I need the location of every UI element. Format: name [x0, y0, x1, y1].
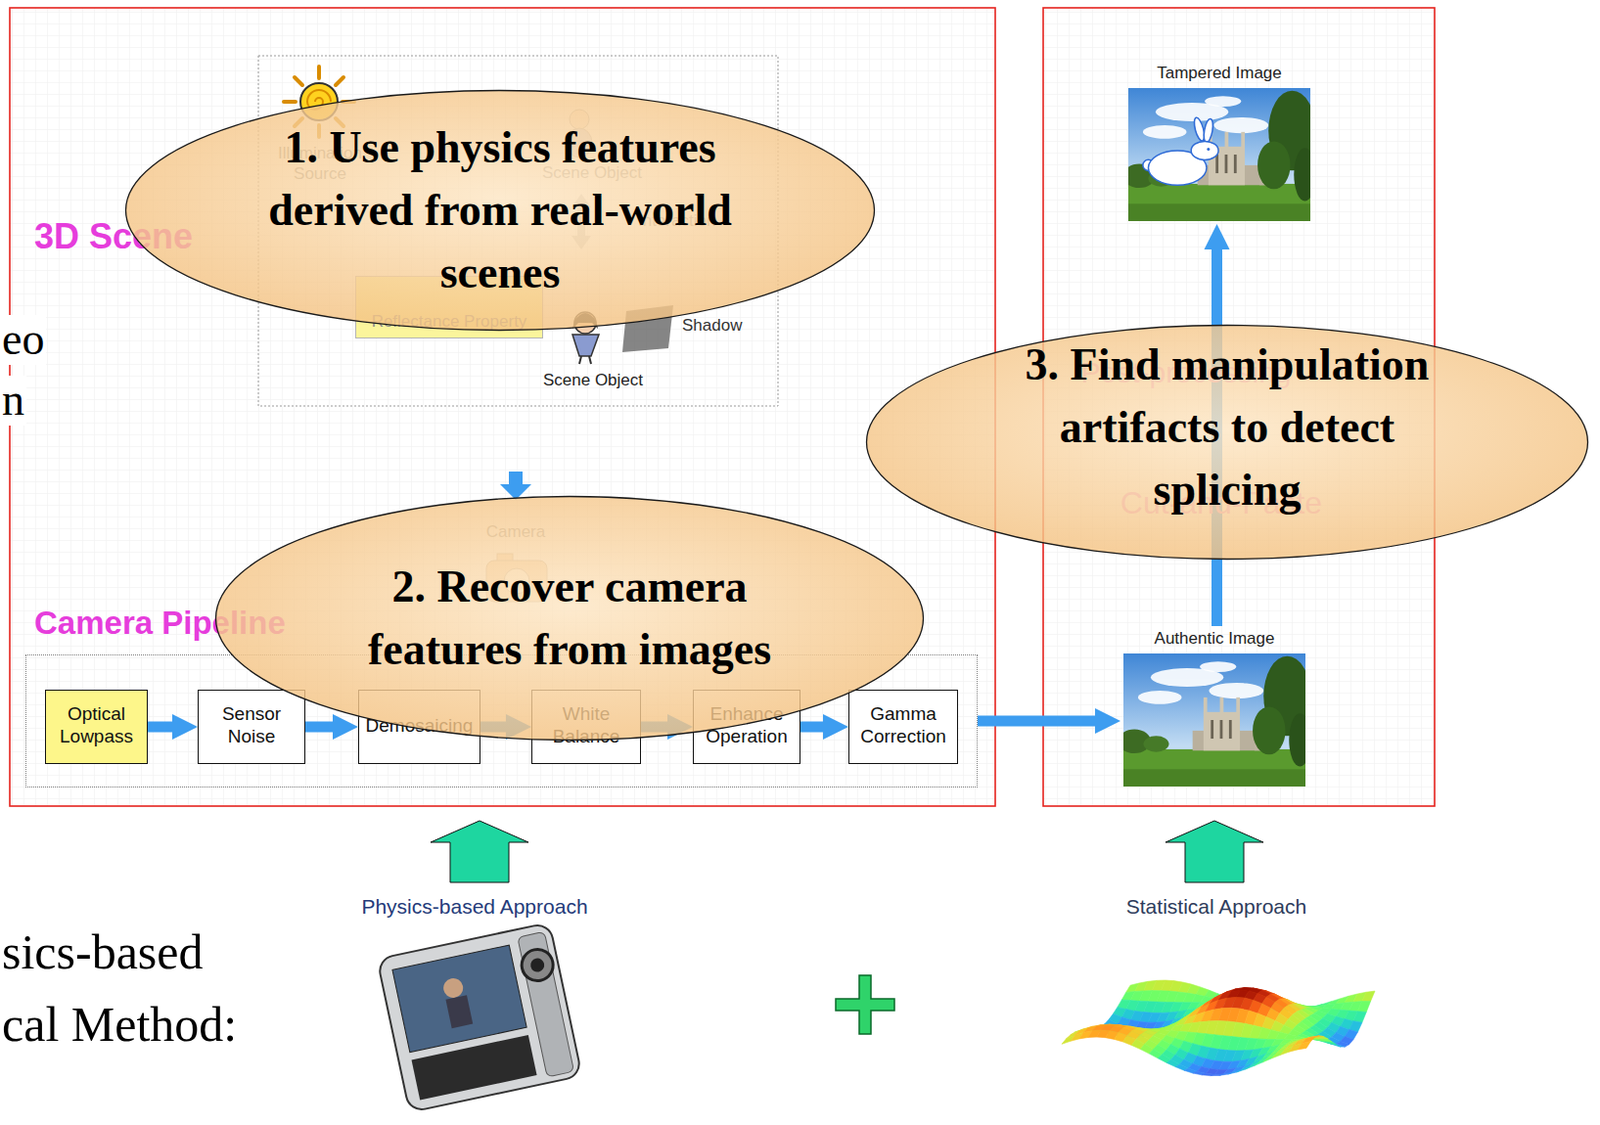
photo-lawn — [1128, 183, 1311, 222]
photo-spire — [1240, 132, 1245, 148]
panel-frame — [9, 7, 996, 807]
phone-picture — [518, 947, 556, 985]
photo — [1128, 88, 1311, 222]
callout-ellipse: 3. Find manipulation artifacts to detect… — [865, 323, 1590, 561]
photo-window — [1234, 154, 1237, 174]
phone-picture — [376, 922, 582, 1113]
ellipse-outline — [214, 495, 925, 742]
pipeline-step: Gamma Correction — [849, 690, 958, 764]
rabbit-figure — [1206, 147, 1210, 151]
callout-text: 2. Recover camera features from images — [324, 555, 815, 682]
ellipse-outline — [216, 497, 924, 741]
surface-patch — [1253, 1058, 1267, 1067]
approach-label: Physics-based Approach — [361, 894, 588, 920]
flow-arrow — [500, 471, 532, 501]
callout-ellipse: 2. Recover camera features from images — [214, 495, 925, 742]
pipeline-step: Sensor Noise — [197, 689, 306, 765]
photo-tree — [1293, 147, 1311, 201]
slide-text: cal Method: — [1, 998, 237, 1052]
ellipse-outline — [126, 91, 875, 331]
photo-tree — [1142, 735, 1169, 752]
photo-window — [1225, 154, 1229, 174]
phone-picture — [441, 976, 465, 1001]
callout-ellipse: 3. Find manipulation artifacts to detect… — [865, 323, 1590, 561]
surface-patch — [1357, 1001, 1371, 1012]
photo-cloud — [1204, 95, 1241, 107]
flow-arrow — [977, 716, 1096, 728]
photo-spire — [1220, 697, 1225, 714]
flow-arrow — [305, 722, 333, 733]
surface-patch — [1262, 1053, 1276, 1063]
pipeline-step: Optical Lowpass — [45, 690, 147, 764]
scene-label: Shadow — [682, 315, 742, 336]
flow-arrow — [800, 722, 823, 733]
photo-lawn — [1123, 769, 1306, 787]
photo-spire — [1235, 697, 1240, 714]
phone-picture — [376, 922, 582, 1113]
surface-patch — [1353, 1011, 1367, 1024]
slide-text: n — [1, 375, 27, 426]
photo-tree — [1252, 706, 1285, 755]
photo-cloud — [1213, 117, 1269, 134]
surface-patch — [1319, 1039, 1332, 1043]
scene-label: Scene Object — [543, 369, 643, 391]
phone-picture — [445, 995, 473, 1029]
step-label: Sensor Noise — [202, 703, 301, 749]
surface-patch — [1297, 1042, 1311, 1051]
photo-cloud — [1138, 690, 1183, 705]
photo-building — [1203, 712, 1240, 751]
photo-window — [1229, 720, 1233, 739]
callout-text: 1. Use physics features derived from rea… — [243, 116, 757, 305]
callout-ellipse: 1. Use physics features derived from rea… — [124, 89, 876, 332]
photo-lawn — [1128, 203, 1311, 222]
image-caption: Tampered Image — [1156, 62, 1282, 85]
surface-patch — [1245, 1062, 1259, 1070]
pipeline-step: Optical Lowpass — [45, 689, 148, 765]
photo-window — [1215, 154, 1219, 174]
surface-patch — [1228, 1070, 1241, 1075]
scene-figure — [579, 356, 592, 365]
image-caption: Authentic Image — [1154, 628, 1276, 650]
photo-lawn — [1123, 749, 1306, 787]
photo-spire — [1203, 697, 1208, 714]
flow-arrow — [147, 722, 173, 733]
slide-text: sics-based — [1, 925, 204, 980]
image-frame: Tampered Image — [1125, 60, 1314, 225]
phone-picture — [411, 1035, 538, 1100]
ellipse-outline — [867, 325, 1589, 560]
rabbit-figure — [1202, 118, 1215, 144]
approach-arrow — [430, 821, 529, 883]
rabbit-figure — [1190, 140, 1219, 160]
phone-picture — [392, 945, 527, 1052]
photo-cloud — [1199, 661, 1236, 673]
callout-ellipse: 2. Recover camera features from images — [214, 495, 925, 742]
photo-window — [1210, 720, 1214, 739]
surface-patch — [1362, 991, 1375, 1003]
scene-figure — [572, 334, 599, 357]
pipeline-step: Gamma Correction — [848, 689, 959, 765]
callout-ellipse: 1. Use physics features derived from rea… — [124, 89, 876, 332]
surface-patch — [1236, 1066, 1250, 1073]
step-label: Optical Lowpass — [49, 703, 143, 749]
step-label: Gamma Correction — [853, 703, 954, 749]
photo-cloud — [1142, 125, 1188, 139]
photo-tree — [1257, 140, 1290, 189]
photo-tree — [1288, 713, 1306, 767]
pipeline-step: Sensor Noise — [198, 690, 305, 764]
approach-arrow — [430, 821, 1264, 883]
photo-spire — [1225, 132, 1230, 148]
image-frame: Authentic Image — [1120, 626, 1309, 790]
plus-sign — [835, 975, 895, 1035]
photo-cloud — [1208, 683, 1264, 699]
approach-arrow — [1165, 821, 1264, 883]
approach-label: Statistical Approach — [1126, 894, 1307, 920]
phone-picture — [529, 957, 547, 974]
photo — [1123, 653, 1306, 787]
photo-window — [1220, 720, 1224, 739]
surface-plot — [1061, 980, 1375, 1077]
callout-text: 3. Find manipulation artifacts to detect… — [982, 333, 1472, 522]
slide-text: eo — [1, 315, 46, 366]
